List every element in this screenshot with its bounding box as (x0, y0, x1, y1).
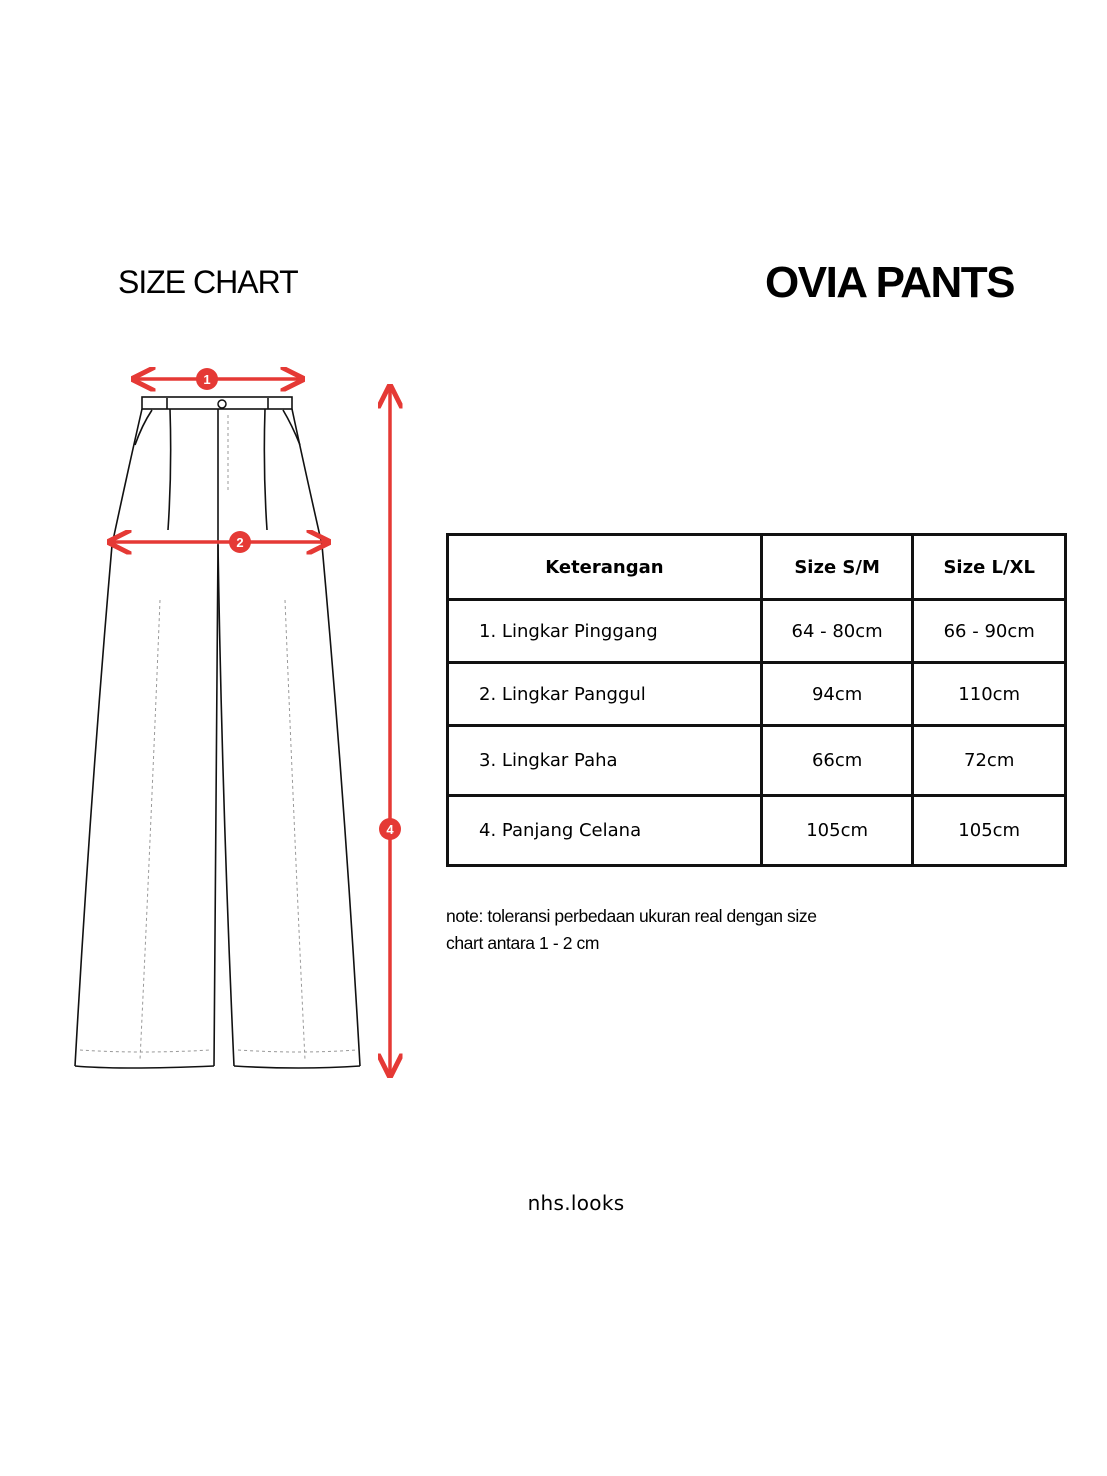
pants-stitching (79, 415, 357, 1061)
size-table: Keterangan Size S/M Size L/XL 1. Lingkar… (446, 533, 1067, 867)
header-size-lxl: Size L/XL (911, 533, 1067, 601)
marker-4: 4 (379, 818, 401, 840)
svg-text:1: 1 (203, 372, 210, 387)
row-size-sm: 94cm (759, 661, 915, 727)
row-size-lxl: 110cm (911, 661, 1067, 727)
table-row: 3. Lingkar Paha 66cm 72cm (446, 724, 1067, 797)
row-size-lxl: 72cm (911, 724, 1067, 797)
row-label: 4. Panjang Celana (446, 794, 763, 867)
row-label: 1. Lingkar Pinggang (446, 598, 763, 664)
row-size-lxl: 66 - 90cm (911, 598, 1067, 664)
size-chart-label: SIZE CHART (118, 264, 299, 300)
pants-diagram: 1 2 4 (74, 0, 460, 1100)
marker-1: 1 (196, 368, 218, 390)
row-size-sm: 105cm (759, 794, 915, 867)
table-row: 2. Lingkar Panggul 94cm 110cm (446, 661, 1067, 727)
note-line-2: chart antara 1 - 2 cm (446, 933, 600, 953)
row-label: 2. Lingkar Panggul (446, 661, 763, 727)
pants-outline (74, 396, 361, 1069)
tolerance-note: note: toleransi perbedaan ukuran real de… (446, 903, 876, 957)
header-keterangan: Keterangan (446, 533, 763, 601)
svg-text:2: 2 (236, 535, 243, 550)
product-title: OVIA PANTS (765, 258, 1016, 307)
note-line-1: note: toleransi perbedaan ukuran real de… (446, 906, 817, 926)
header-size-sm: Size S/M (759, 533, 915, 601)
row-size-lxl: 105cm (911, 794, 1067, 867)
table-header-row: Keterangan Size S/M Size L/XL (446, 533, 1067, 601)
row-size-sm: 66cm (759, 724, 915, 797)
table-row: 1. Lingkar Pinggang 64 - 80cm 66 - 90cm (446, 598, 1067, 664)
table-row: 4. Panjang Celana 105cm 105cm (446, 794, 1067, 867)
brand-footer: nhs.looks (527, 1191, 625, 1215)
marker-2: 2 (229, 531, 251, 553)
row-label: 3. Lingkar Paha (446, 724, 763, 797)
row-size-sm: 64 - 80cm (759, 598, 915, 664)
svg-text:4: 4 (386, 822, 394, 837)
button-icon (217, 399, 227, 409)
